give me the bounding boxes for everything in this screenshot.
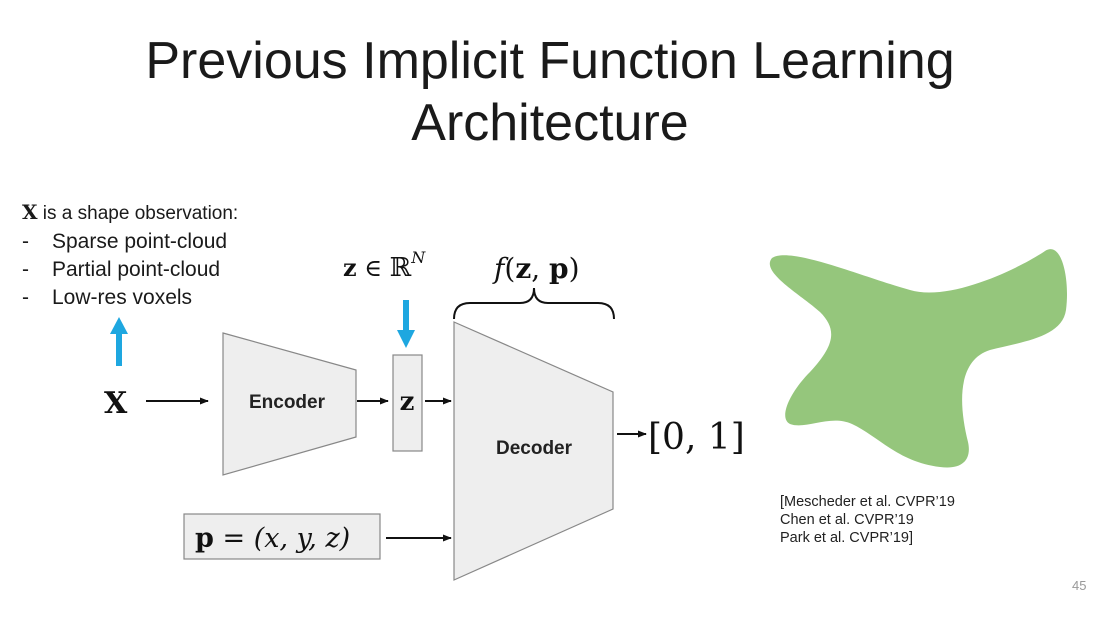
shape-blob — [769, 249, 1068, 468]
observation-heading: X is a shape observation: — [22, 198, 238, 228]
curly-brace — [453, 287, 615, 320]
point-query-equals: = — [214, 523, 254, 554]
list-item: -Low-res voxels — [22, 284, 238, 312]
list-item-label: Partial point-cloud — [52, 258, 221, 281]
reference-line-3: Park et al. CVPR’19] — [780, 530, 913, 546]
point-query-box — [183, 513, 381, 560]
list-dash: - — [22, 230, 29, 253]
list-item: -Sparse point-cloud — [22, 228, 238, 256]
slide-title-line1: Previous Implicit Function Learning — [145, 32, 955, 90]
slide-title: Previous Implicit Function Learning Arch… — [0, 30, 1100, 154]
observation-heading-text: is a shape observation: — [37, 203, 239, 224]
list-item-label: Low-res voxels — [52, 286, 193, 309]
function-z: z — [515, 252, 531, 285]
observation-list: -Sparse point-cloud -Partial point-cloud… — [22, 228, 238, 312]
latent-z-symbol: z — [400, 387, 415, 417]
reference-line-2: Chen et al. CVPR’19 — [780, 512, 914, 528]
decoder-block — [453, 321, 614, 581]
function-comma: , — [531, 252, 549, 285]
point-query-label: p = (x, y, z) — [195, 523, 350, 554]
references: [Mescheder et al. CVPR’19 Chen et al. CV… — [780, 493, 955, 547]
encoder-block — [222, 332, 357, 476]
function-open-paren: ( — [504, 252, 515, 285]
function-p: p — [549, 252, 569, 285]
blue-up-arrow — [110, 317, 128, 366]
latent-space-reals: ℝ — [390, 253, 412, 283]
latent-space-in: ∈ — [357, 254, 390, 282]
output-range-label: [0, 1] — [648, 417, 745, 458]
reference-line-1: [Mescheder et al. CVPR’19 — [780, 494, 955, 510]
list-dash: - — [22, 286, 29, 309]
function-close-paren: ) — [569, 252, 580, 285]
slide-title-line2: Architecture — [411, 94, 689, 152]
list-item: -Partial point-cloud — [22, 256, 238, 284]
point-query-p: p — [195, 523, 214, 554]
function-label: f(z, p) — [492, 252, 580, 285]
observation-symbol: X — [22, 200, 38, 224]
page-number: 45 — [1072, 578, 1087, 593]
point-query-tuple: (x, y, z) — [254, 523, 351, 554]
latent-space-z: z — [343, 253, 357, 282]
list-item-label: Sparse point-cloud — [52, 230, 228, 253]
input-x-symbol: X — [104, 386, 128, 421]
decoder-label: Decoder — [496, 438, 573, 459]
observation-description: X is a shape observation: -Sparse point-… — [22, 198, 238, 312]
list-dash: - — [22, 258, 29, 281]
encoder-label: Encoder — [249, 392, 326, 413]
latent-space-label: z ∈ ℝN — [343, 248, 426, 283]
blue-down-arrow — [397, 300, 415, 348]
latent-space-dimension: N — [410, 248, 426, 267]
latent-z-box — [392, 354, 423, 452]
